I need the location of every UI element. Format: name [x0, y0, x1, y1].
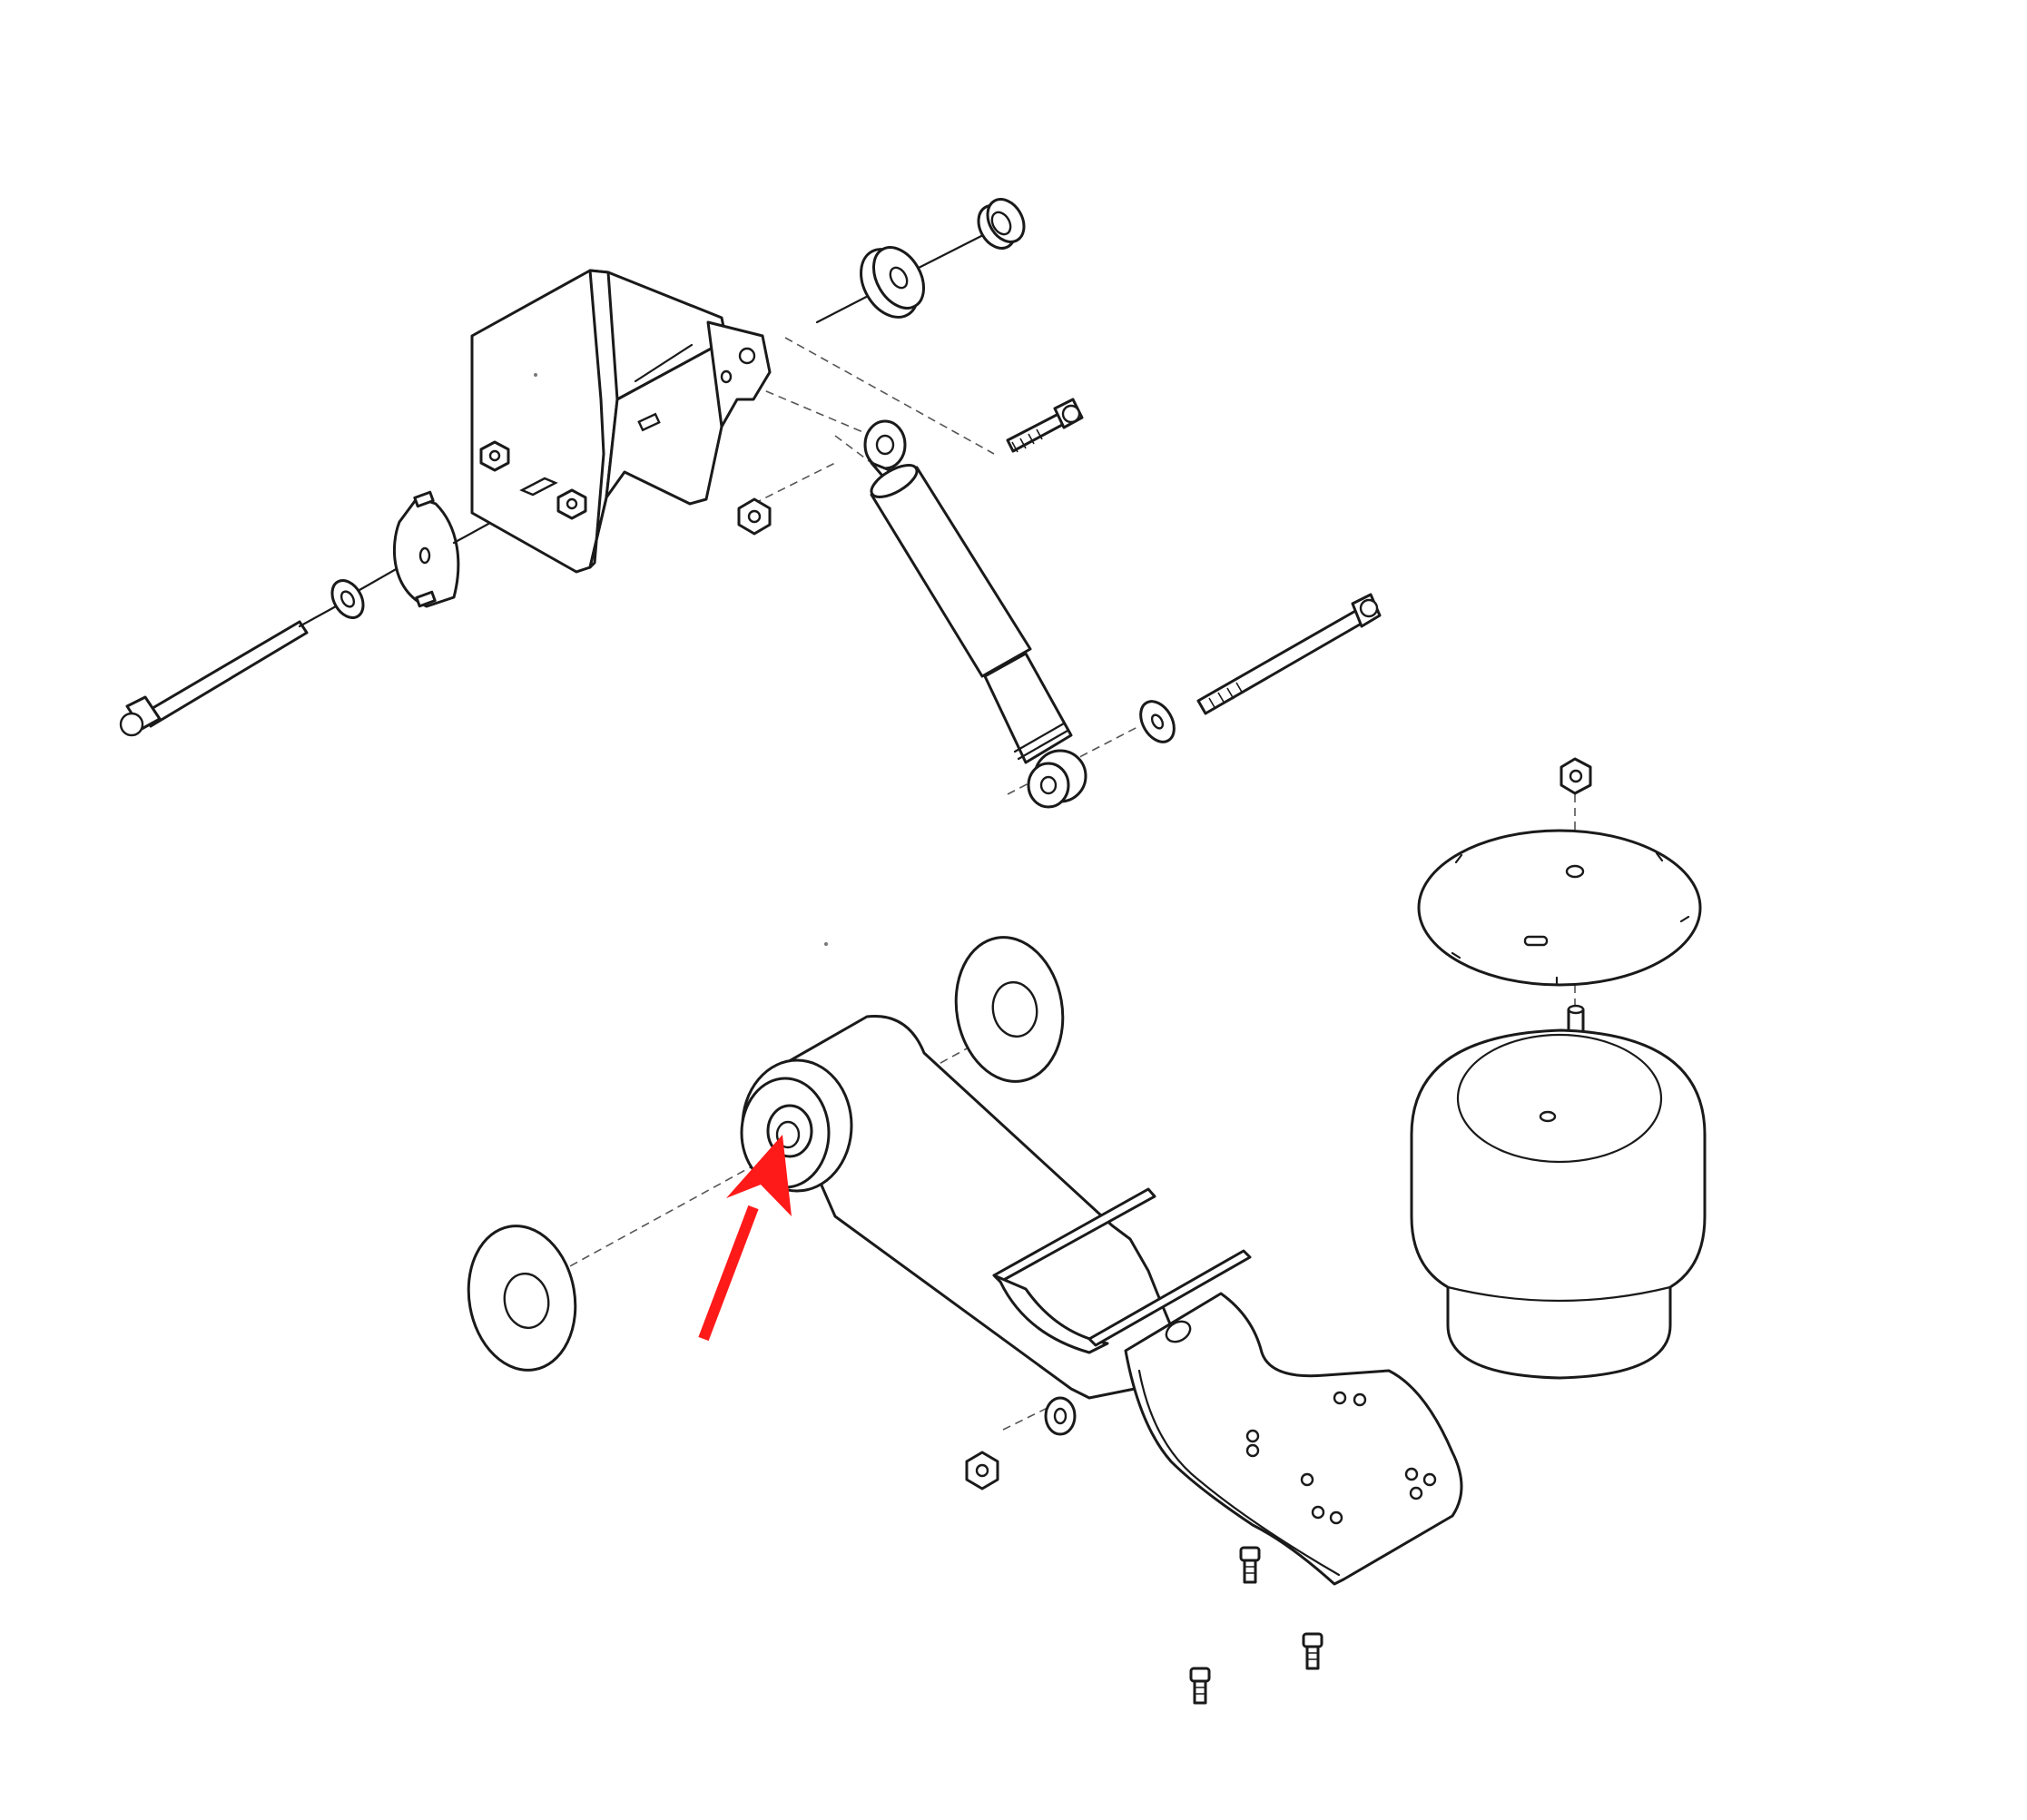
- shock-absorber: [863, 419, 1087, 809]
- flanged-nut-top: [977, 198, 1026, 250]
- shock-lower-bolt: [1196, 593, 1382, 715]
- bushing-washer-rear: [954, 936, 1065, 1083]
- air-spring-bellows: [1410, 1004, 1707, 1380]
- alignment-dot: [534, 373, 537, 377]
- rubber-washer-top: [860, 246, 925, 319]
- air-spring-top-nut: [1560, 757, 1592, 795]
- trailing-arm: [740, 1015, 1463, 1586]
- long-mounting-bolt: [119, 605, 338, 737]
- bracket-nut-left: [479, 440, 510, 472]
- plate-bolt-b: [1302, 1632, 1323, 1670]
- plate-bolt-c: [1189, 1667, 1211, 1705]
- nut-leader-line: [1002, 1404, 1054, 1431]
- cam-plate: [393, 490, 460, 608]
- bracket-nut-right: [556, 488, 587, 520]
- bushing-washer-front: [467, 1225, 577, 1372]
- short-mounting-bolt: [1006, 398, 1084, 453]
- hex-nut-center: [737, 497, 772, 536]
- leader-line-nut: [917, 232, 987, 270]
- callout-arrow: [698, 1135, 792, 1342]
- air-spring-bead-plate: [1417, 829, 1702, 987]
- hanger-bracket: [470, 269, 772, 574]
- arm-hex-nut: [965, 1451, 999, 1490]
- alignment-dot: [824, 942, 828, 946]
- small-washer-left: [330, 579, 365, 619]
- shock-washer-lower: [1139, 700, 1176, 743]
- plate-bolt-a: [1239, 1546, 1261, 1584]
